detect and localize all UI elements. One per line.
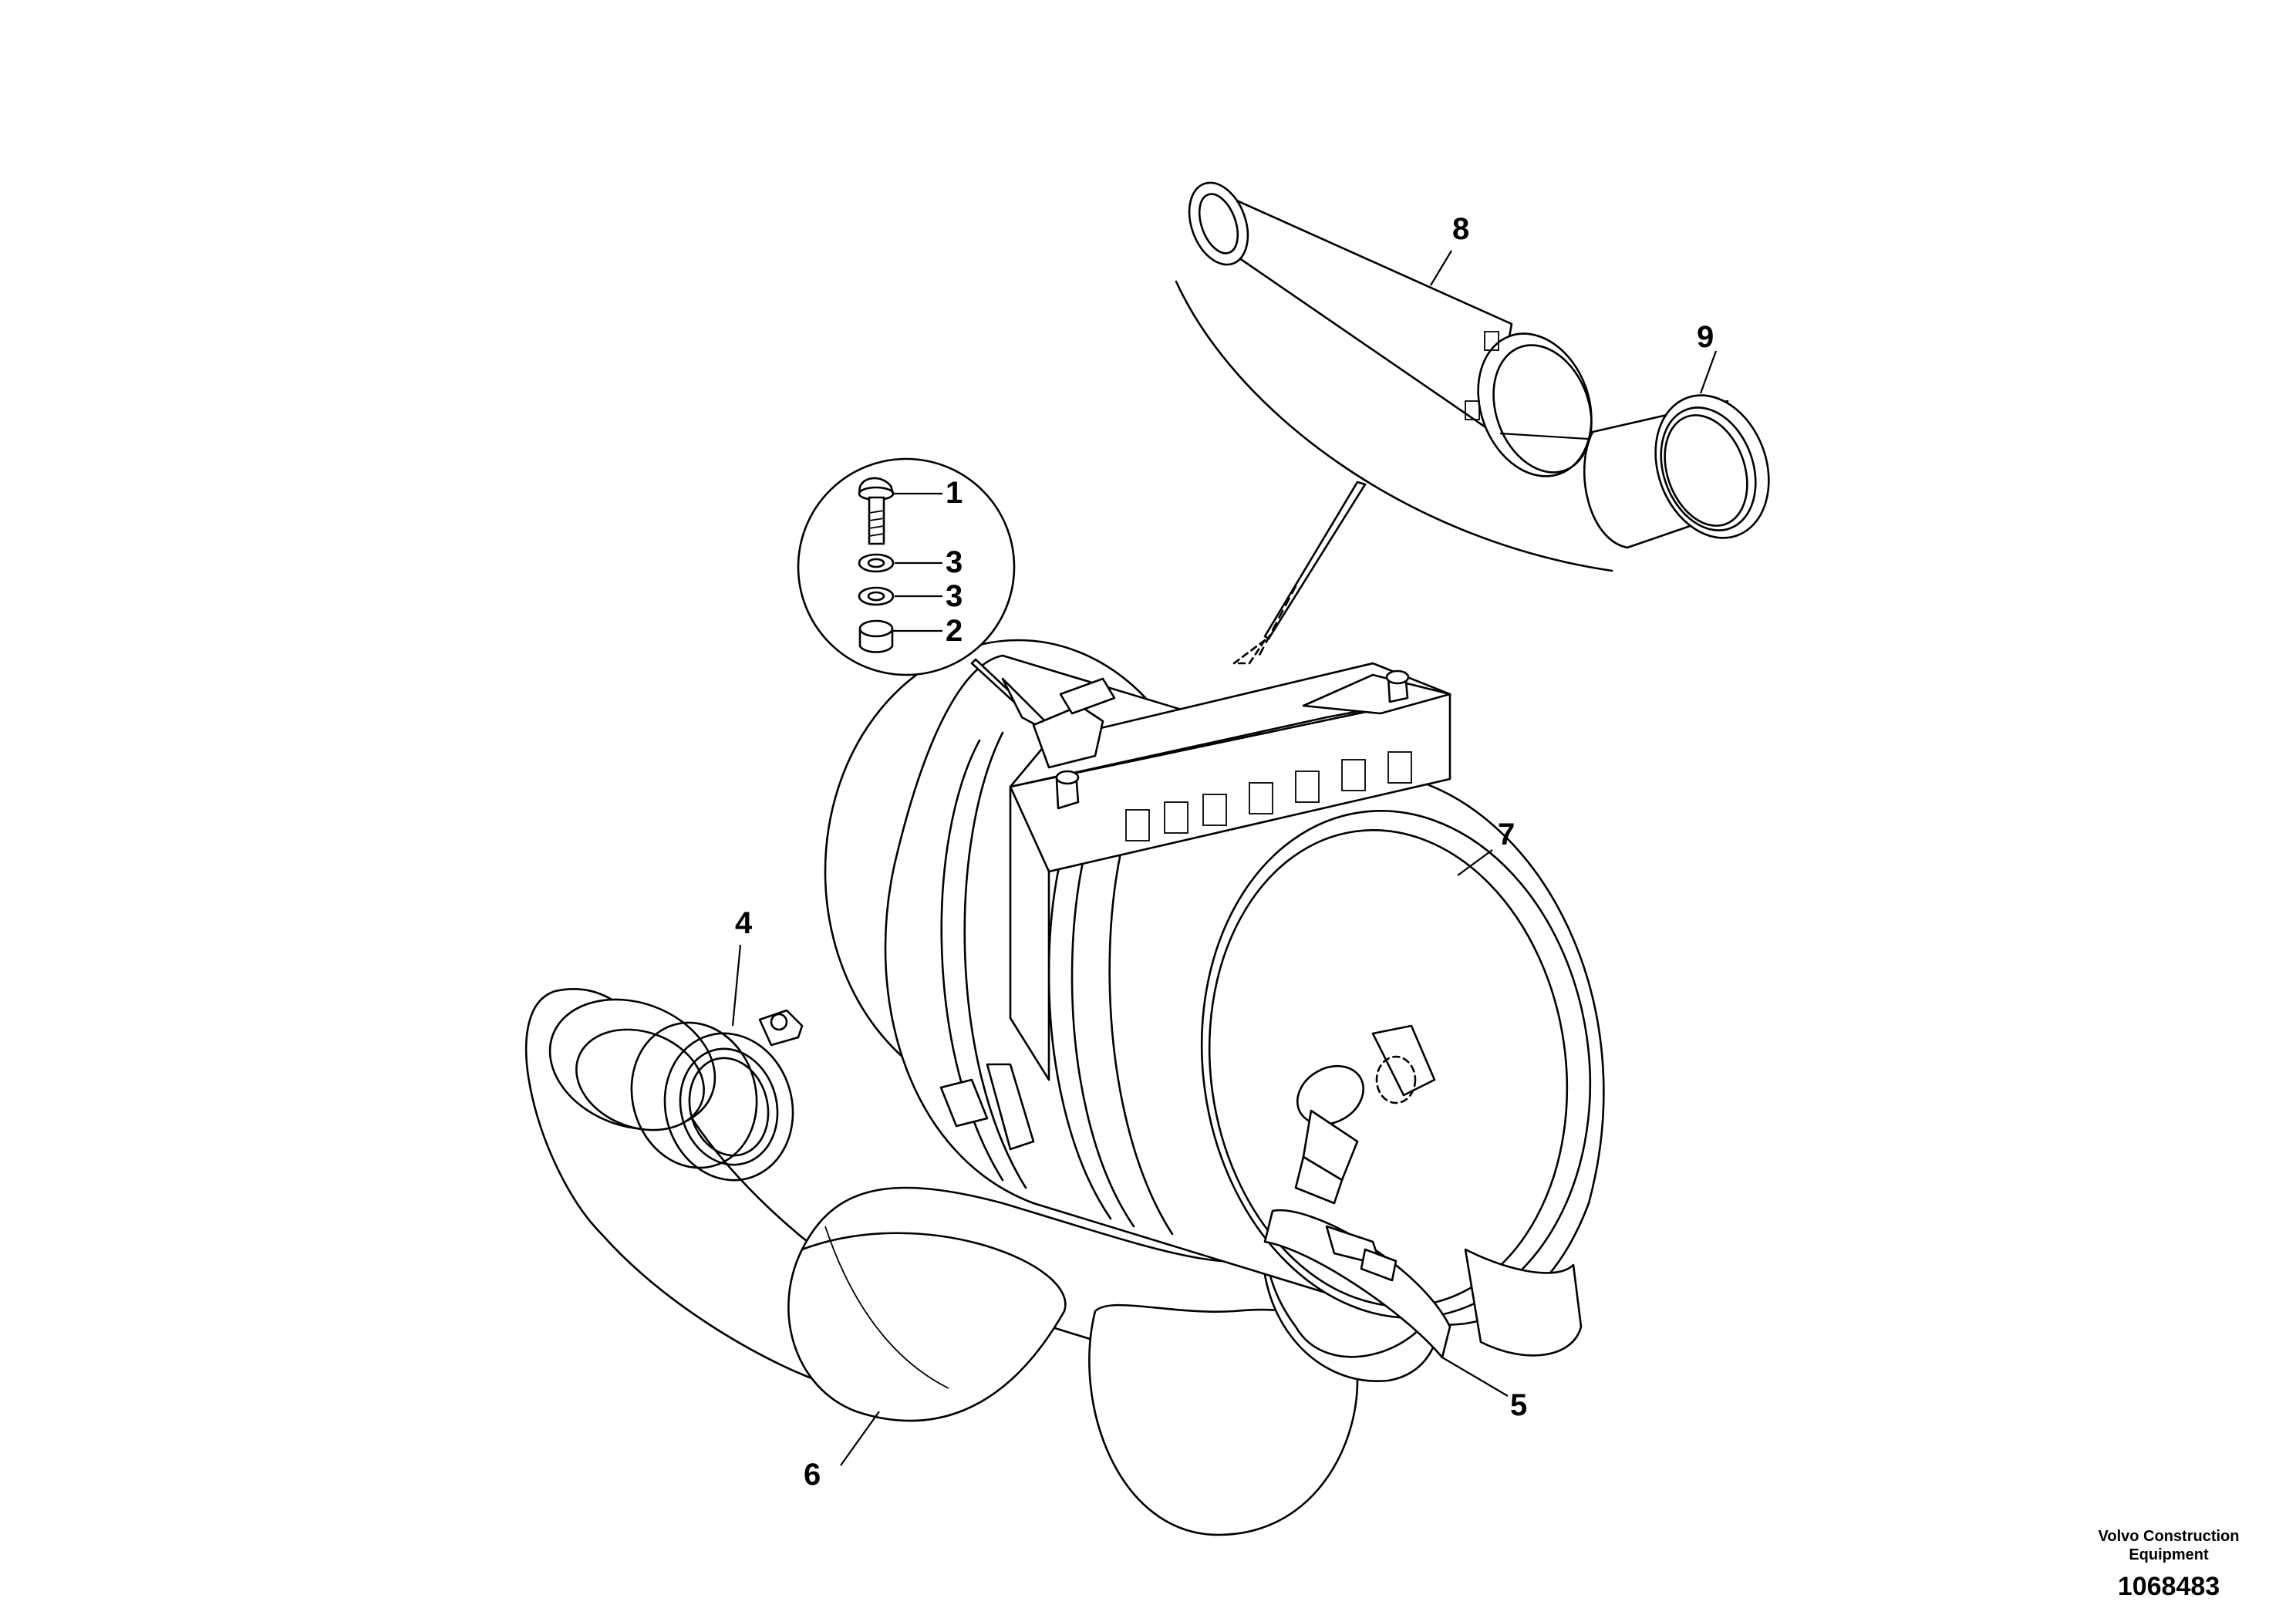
footer-company-line1: Volvo Construction: [2099, 1528, 2240, 1545]
callout-9: 9: [1697, 320, 1714, 354]
callout-8: 8: [1452, 212, 1469, 246]
callout-3a: 3: [946, 545, 963, 579]
callout-6: 6: [804, 1458, 821, 1492]
mounting-bracket: [1009, 662, 1451, 1081]
callout-1: 1: [946, 476, 963, 510]
inlet-clamp-assembly: [548, 998, 804, 1182]
callout-4: 4: [735, 906, 753, 940]
hose-clamp-5: [1263, 1209, 1451, 1359]
footer-company-line2: Equipment: [2129, 1546, 2209, 1563]
drawing-number: 1068483: [2118, 1572, 2220, 1601]
drawing-footer: Volvo Construction Equipment 1068483: [2099, 1528, 2240, 1601]
callout-labels: 1 3 3 2 4 5 6 7 8 9: [735, 212, 1714, 1492]
restriction-sensor: [1294, 1024, 1436, 1205]
housing-top-bolt: [1032, 677, 1116, 769]
callout-3b: 3: [946, 579, 963, 613]
callout-7: 7: [1498, 818, 1515, 851]
callout-2: 2: [946, 614, 963, 648]
inset-tube-detail: [1175, 181, 1770, 665]
leader-lines: [731, 250, 1718, 1466]
callout-5: 5: [1510, 1388, 1527, 1422]
inset-fastener-detail: [797, 457, 1070, 750]
